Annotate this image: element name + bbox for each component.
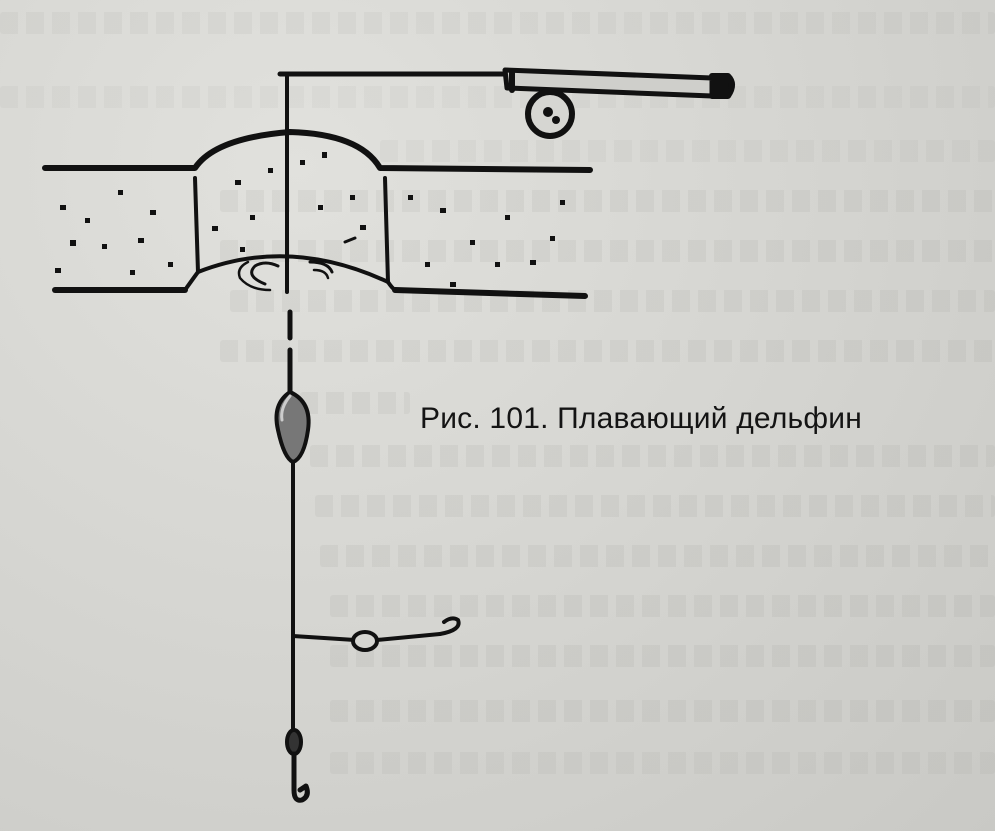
- bleed-text-line: [230, 290, 995, 312]
- bleed-text-line: [220, 240, 995, 262]
- figure-caption: Рис. 101. Плавающий дельфин: [420, 402, 862, 435]
- water-ripples: [237, 236, 357, 292]
- ice-layer: [42, 129, 593, 299]
- bleed-text-line: [380, 140, 995, 162]
- bleed-text-line: [320, 545, 995, 567]
- sinker: [285, 728, 303, 756]
- bleed-text-line: [0, 12, 995, 34]
- bleed-text-line: [315, 495, 995, 517]
- bleed-text-line: [0, 86, 995, 108]
- bleed-text-line: [330, 700, 995, 722]
- ice-texture-dots: [55, 152, 565, 287]
- float-bobber: [274, 390, 311, 464]
- bottom-hook: [291, 751, 310, 803]
- bleed-text-line: [330, 752, 995, 774]
- bleed-text-line: [330, 595, 995, 617]
- fishing-rod: [277, 67, 735, 99]
- ice-hole: [183, 254, 397, 292]
- bleed-text-line: [330, 645, 995, 667]
- bleed-text-line: [220, 190, 995, 212]
- bleed-text-line: [220, 340, 995, 362]
- side-leash-hook: [291, 616, 461, 652]
- bleed-text-line: [300, 392, 410, 414]
- bleed-text-line: [310, 445, 995, 467]
- reel: [525, 87, 575, 139]
